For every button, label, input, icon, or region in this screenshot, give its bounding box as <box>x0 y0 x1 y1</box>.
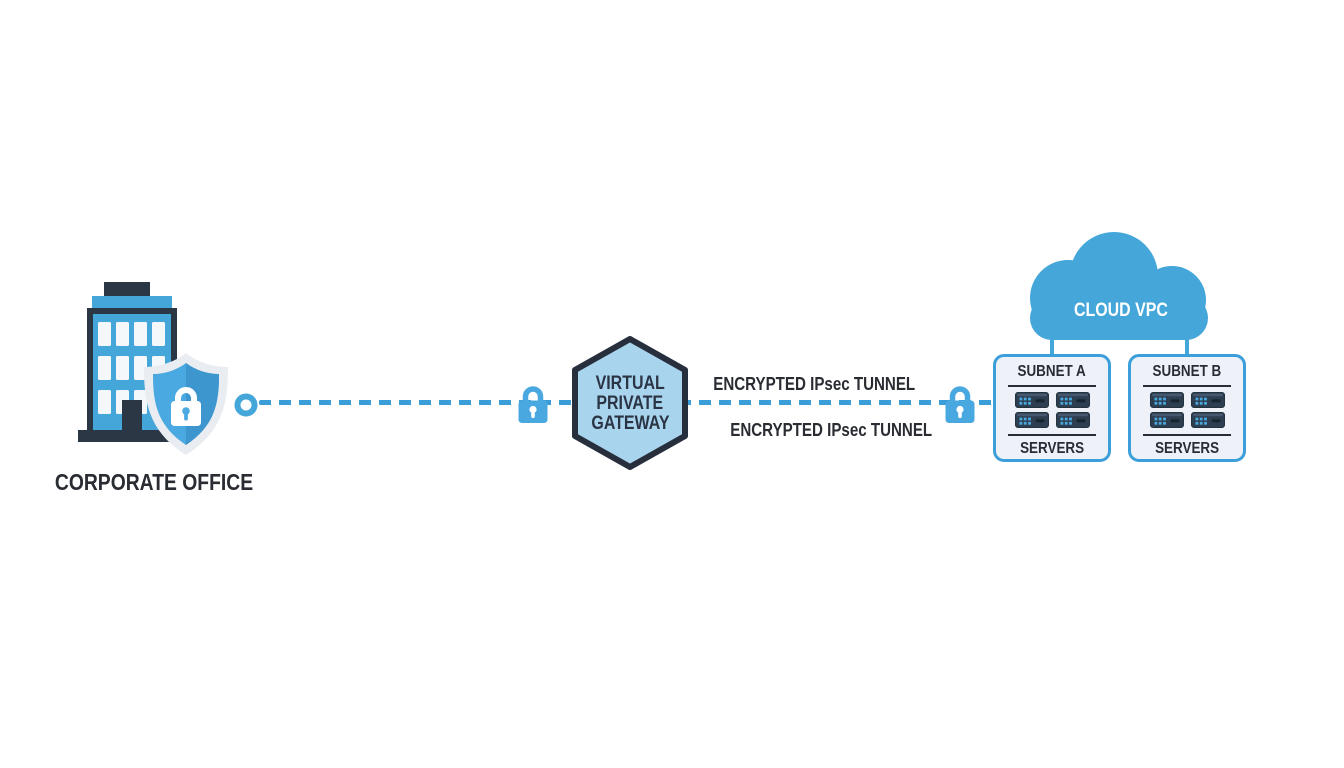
subnet-b-box: SUBNET B SERVERS <box>1128 354 1246 462</box>
subnet-a-footer: SERVERS <box>1020 440 1084 457</box>
subnet-a-title: SUBNET A <box>1017 363 1087 380</box>
server-row <box>1131 412 1243 428</box>
server-row <box>1131 392 1243 408</box>
server-icon <box>1150 392 1184 408</box>
divider <box>1008 434 1096 436</box>
gateway-label: VIRTUAL PRIVATE GATEWAY <box>590 373 670 434</box>
server-icon <box>1056 412 1090 428</box>
divider <box>1143 434 1231 436</box>
server-row <box>996 392 1108 408</box>
cloud-vpc-label: CLOUD VPC <box>1073 300 1169 321</box>
cloud-connector-right <box>1185 334 1189 356</box>
tunnel-label-top: ENCRYPTED IPsec TUNNEL <box>713 373 915 394</box>
shield-lock-icon <box>144 353 228 455</box>
divider <box>1143 385 1231 387</box>
server-row <box>996 412 1108 428</box>
cloud-connector-left <box>1050 334 1054 356</box>
divider <box>1008 385 1096 387</box>
padlock-icon <box>516 382 550 424</box>
server-icon <box>1056 392 1090 408</box>
server-icon <box>1191 392 1225 408</box>
ring-connector-icon <box>234 393 258 417</box>
cloud-icon <box>1030 232 1208 340</box>
server-icon <box>1191 412 1225 428</box>
subnet-b-title: SUBNET B <box>1152 363 1222 380</box>
server-icon <box>1015 392 1049 408</box>
server-icon <box>1015 412 1049 428</box>
server-icon <box>1150 412 1184 428</box>
subnet-a-box: SUBNET A SERVERS <box>993 354 1111 462</box>
tunnel-label-bottom: ENCRYPTED IPsec TUNNEL <box>730 419 932 440</box>
corporate-office-label: CORPORATE OFFICE <box>54 468 254 495</box>
padlock-icon <box>943 382 977 424</box>
hexagon-shape <box>572 336 688 470</box>
subnet-b-footer: SERVERS <box>1155 440 1219 457</box>
